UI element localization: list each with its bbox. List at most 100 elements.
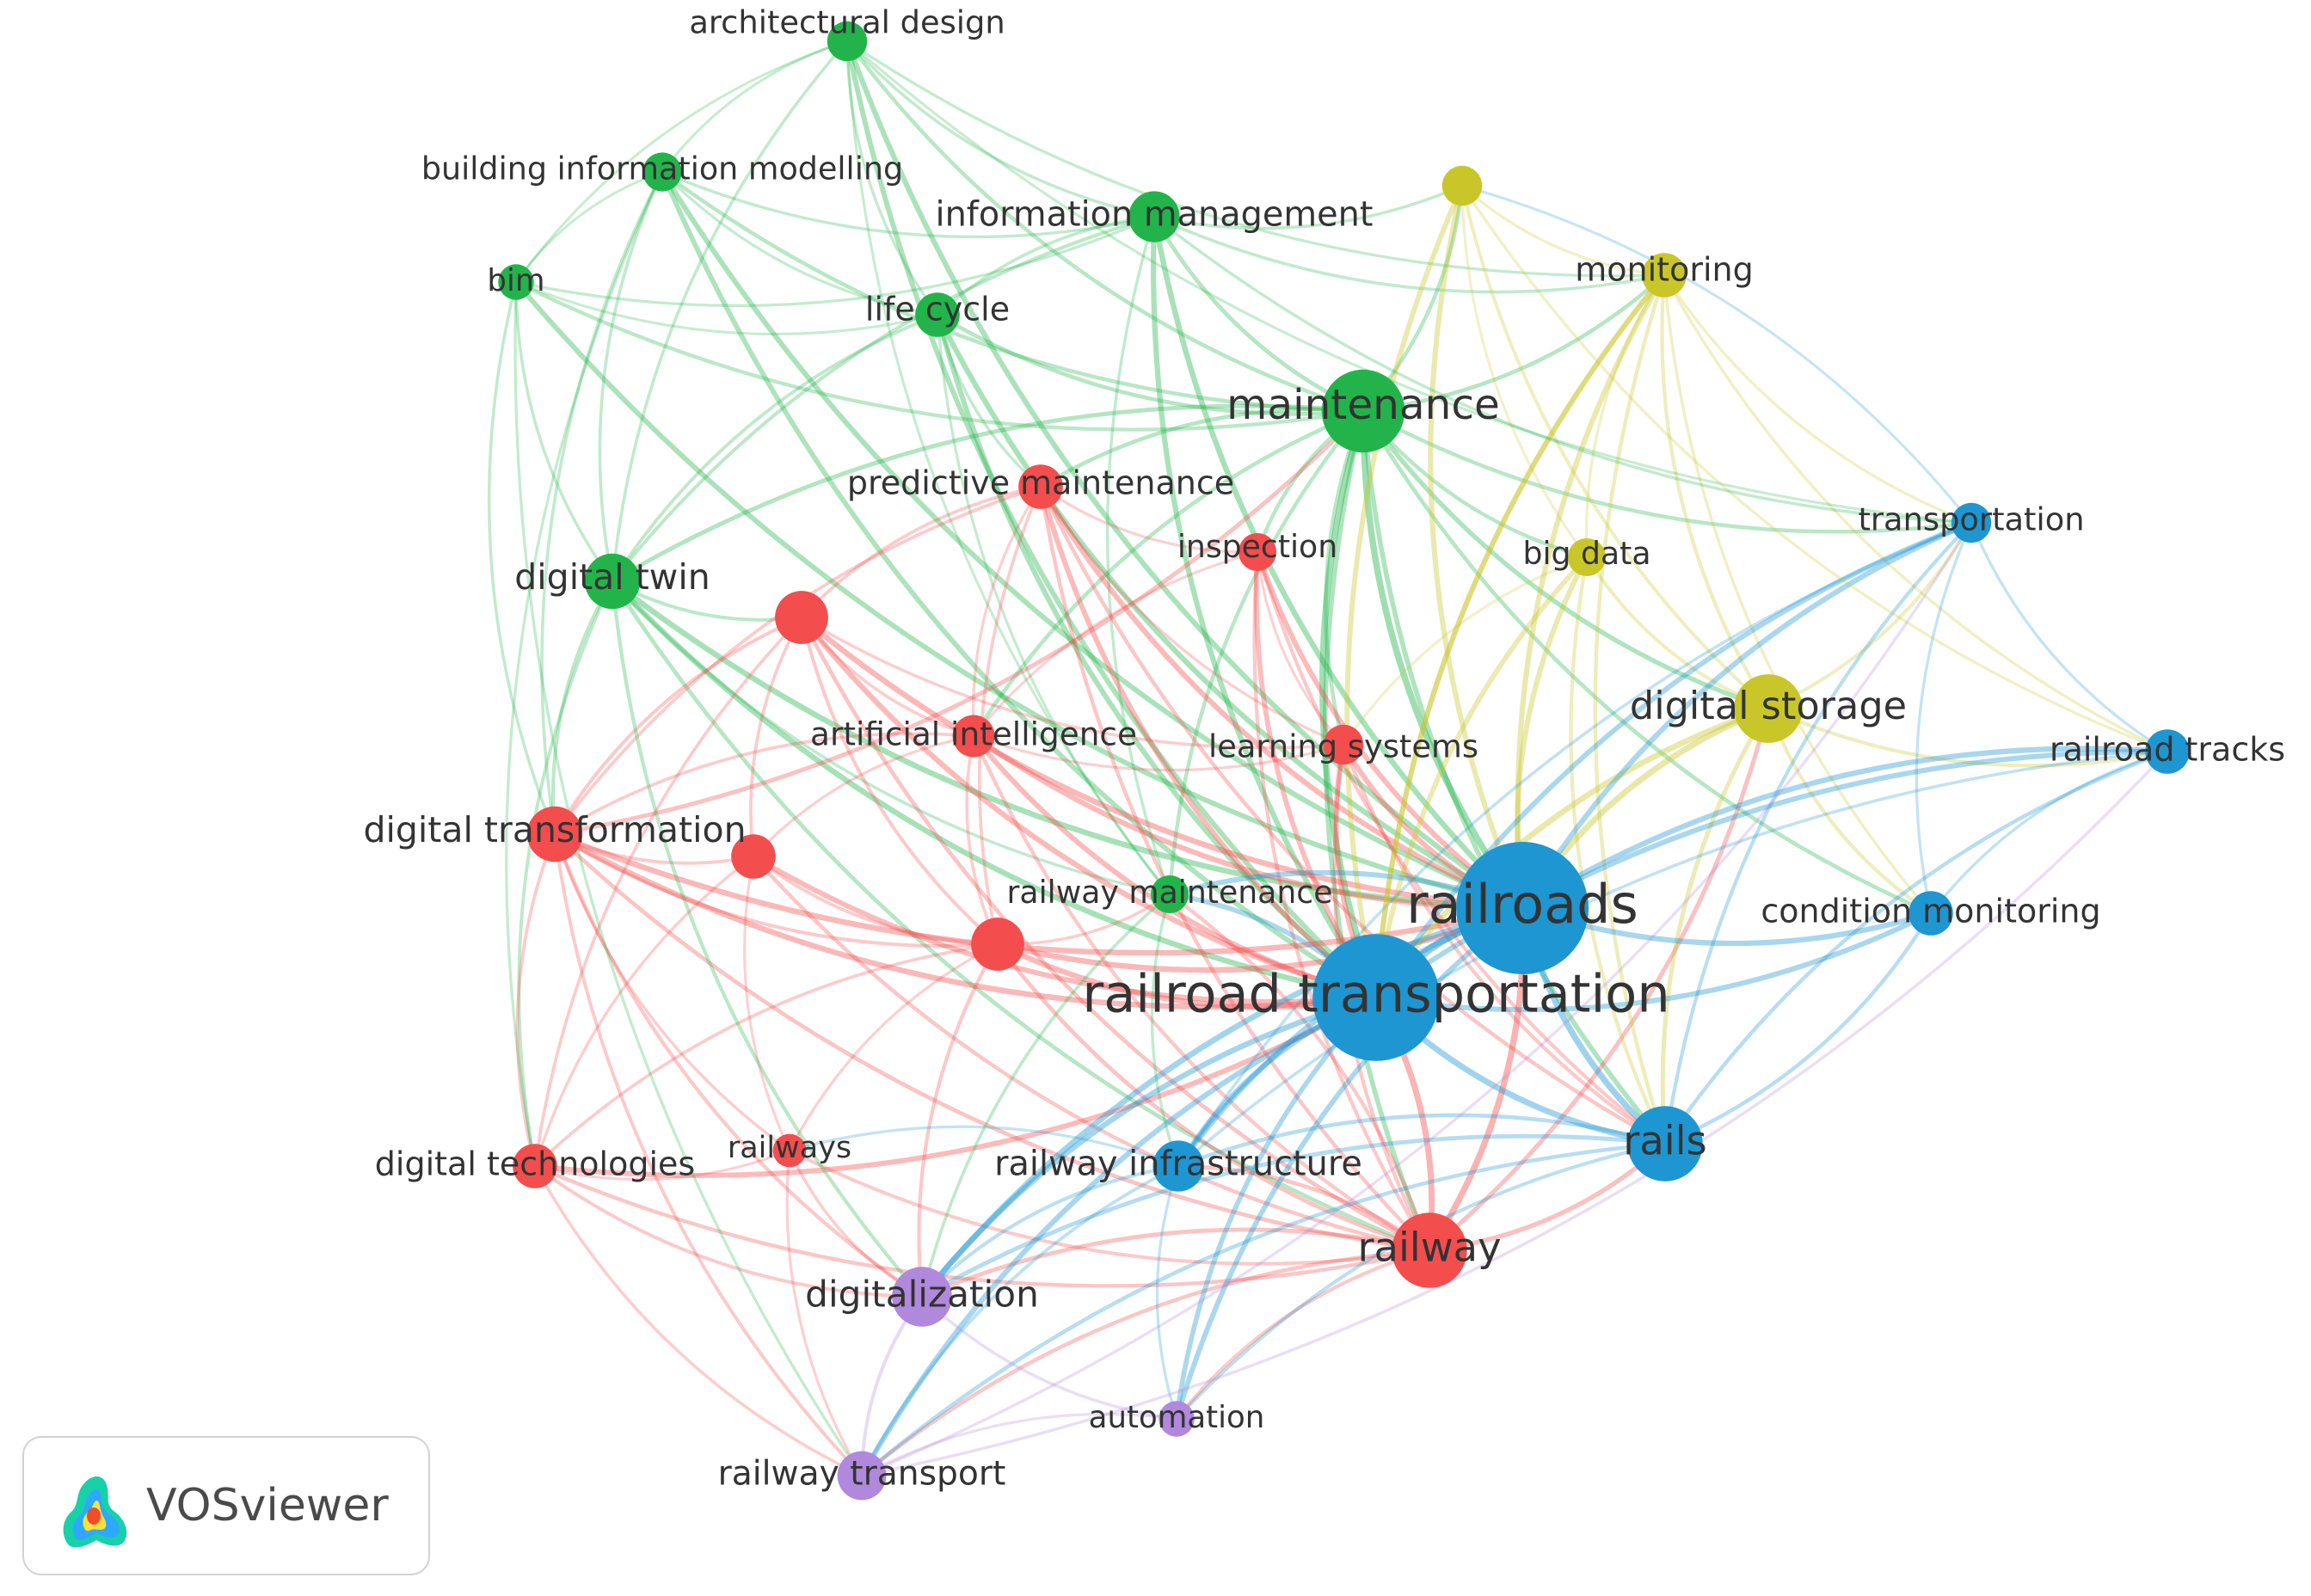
link-digital-storage-railroad-transportation bbox=[1374, 705, 1770, 999]
link-maintenance-railroad-transportation bbox=[1319, 409, 1380, 999]
link-bim-railroads bbox=[513, 280, 1523, 911]
link-architectural-design-life-cycle bbox=[845, 40, 939, 316]
link-information-management-unlabeled-yellow-1 bbox=[1153, 184, 1463, 230]
node-life-cycle[interactable] bbox=[915, 292, 960, 337]
link-artificial-intelligence-digital-transformation bbox=[554, 732, 974, 836]
node-digital-twin[interactable] bbox=[584, 553, 641, 610]
link-life-cycle-maintenance bbox=[936, 313, 1364, 416]
node-label-digital-storage: digital storage bbox=[1630, 684, 1907, 728]
link-digital-storage-condition-monitoring bbox=[1767, 708, 1933, 915]
link-information-management-monitoring bbox=[1153, 215, 1665, 294]
link-railroad-tracks-railroads bbox=[1521, 746, 2168, 911]
node-big-data[interactable] bbox=[1568, 538, 1606, 576]
node-label-monitoring: monitoring bbox=[1575, 251, 1753, 289]
link-artificial-intelligence-unlabeled-red-2 bbox=[752, 734, 974, 858]
link-unlabeled-red-1-railroad-transportation bbox=[799, 616, 1377, 1001]
node-information-management[interactable] bbox=[1128, 191, 1180, 242]
node-learning-systems[interactable] bbox=[1323, 724, 1364, 765]
node-label-predictive-maintenance: predictive maintenance bbox=[847, 464, 1234, 502]
link-railway-transport-railroad-tracks bbox=[861, 750, 2169, 1477]
link-predictive-maintenance-railroad-transportation bbox=[1038, 486, 1378, 1000]
link-unlabeled-red-2-digital-technologies bbox=[533, 855, 755, 1167]
node-layer bbox=[498, 21, 2190, 1501]
node-unlabeled-red-2[interactable] bbox=[731, 834, 776, 879]
node-railroad-transportation[interactable] bbox=[1312, 934, 1440, 1061]
link-monitoring-digital-storage bbox=[1660, 274, 1770, 710]
link-digital-transformation-digitalization bbox=[553, 833, 924, 1298]
link-learning-systems-rails bbox=[1342, 744, 1667, 1145]
node-digital-transformation[interactable] bbox=[526, 806, 583, 862]
link-unlabeled-red-1-artificial-intelligence bbox=[800, 616, 974, 738]
link-rails-condition-monitoring bbox=[1664, 912, 1933, 1146]
node-digital-storage[interactable] bbox=[1734, 674, 1803, 743]
vosviewer-brand-box: VOSviewer bbox=[22, 1436, 430, 1575]
link-unlabeled-red-3-digitalization bbox=[917, 942, 999, 1298]
node-digital-technologies[interactable] bbox=[513, 1144, 557, 1188]
node-railway-infrastructure[interactable] bbox=[1152, 1140, 1204, 1192]
node-label-condition-monitoring: condition monitoring bbox=[1761, 893, 2100, 930]
node-label-railway-maintenance: railway maintenance bbox=[1007, 874, 1333, 911]
link-information-management-life-cycle bbox=[936, 215, 1155, 316]
link-transportation-condition-monitoring bbox=[1915, 522, 1973, 914]
link-unlabeled-red-3-railway bbox=[996, 942, 1430, 1253]
link-building-information-modelling-digital-twin bbox=[598, 171, 664, 582]
link-unlabeled-red-2-railway bbox=[752, 855, 1430, 1253]
link-transportation-railroads bbox=[1520, 520, 1973, 910]
link-digital-storage-transportation bbox=[1767, 522, 1973, 710]
node-digitalization[interactable] bbox=[892, 1267, 952, 1327]
link-railway-maintenance-digitalization bbox=[920, 893, 1171, 1298]
node-artificial-intelligence[interactable] bbox=[952, 715, 995, 758]
link-building-information-modelling-maintenance bbox=[661, 170, 1364, 414]
link-maintenance-railway-maintenance bbox=[1167, 409, 1365, 895]
link-bim-digital-transformation bbox=[487, 281, 556, 835]
node-inspection[interactable] bbox=[1238, 533, 1276, 571]
link-rails-railway-infrastructure bbox=[1177, 1113, 1666, 1169]
link-predictive-maintenance-unlabeled-red-1 bbox=[800, 485, 1042, 619]
link-unlabeled-red-1-digital-technologies bbox=[533, 616, 803, 1167]
link-digital-technologies-digitalization bbox=[533, 1164, 923, 1298]
link-railroad-tracks-condition-monitoring bbox=[1929, 750, 2168, 915]
node-railways[interactable] bbox=[772, 1133, 807, 1168]
link-inspection-railway bbox=[1252, 551, 1431, 1252]
node-unlabeled-red-3[interactable] bbox=[971, 918, 1024, 971]
link-monitoring-railroad-tracks bbox=[1663, 274, 2168, 753]
link-information-management-railroads bbox=[1151, 216, 1525, 911]
link-artificial-intelligence-railway bbox=[972, 735, 1431, 1252]
node-label-big-data: big data bbox=[1522, 535, 1650, 572]
link-railroad-transportation-railway-transport bbox=[859, 995, 1378, 1477]
node-railway-maintenance[interactable] bbox=[1151, 875, 1189, 913]
node-monitoring[interactable] bbox=[1642, 253, 1687, 298]
node-unlabeled-yellow-1[interactable] bbox=[1441, 165, 1483, 206]
link-railway-digitalization bbox=[921, 1227, 1430, 1299]
node-rails[interactable] bbox=[1627, 1106, 1703, 1182]
link-unlabeled-red-3-digital-technologies bbox=[533, 942, 999, 1168]
node-automation[interactable] bbox=[1159, 1401, 1195, 1437]
link-maintenance-predictive-maintenance bbox=[1039, 407, 1364, 488]
node-railroad-tracks[interactable] bbox=[2145, 729, 2190, 774]
node-building-information-modelling[interactable] bbox=[642, 152, 682, 192]
node-architectural-design[interactable] bbox=[827, 21, 868, 62]
link-bim-maintenance bbox=[515, 280, 1364, 432]
link-automation-railway-transport bbox=[861, 1412, 1177, 1477]
node-maintenance[interactable] bbox=[1321, 369, 1405, 453]
link-information-management-transportation bbox=[1152, 215, 1972, 525]
node-label-automation: automation bbox=[1089, 1400, 1265, 1435]
node-condition-monitoring[interactable] bbox=[1908, 891, 1953, 936]
node-unlabeled-red-1[interactable] bbox=[775, 591, 828, 644]
link-bim-railway-transport bbox=[513, 281, 864, 1476]
node-railway[interactable] bbox=[1392, 1212, 1467, 1288]
link-maintenance-artificial-intelligence bbox=[972, 408, 1364, 738]
node-predictive-maintenance[interactable] bbox=[1018, 464, 1063, 509]
link-life-cycle-railroads bbox=[935, 313, 1524, 911]
link-digital-transformation-railroad-transportation bbox=[553, 832, 1377, 1010]
link-unlabeled-yellow-1-monitoring bbox=[1460, 184, 1665, 277]
node-transportation[interactable] bbox=[1951, 502, 1992, 543]
node-label-transportation: transportation bbox=[1858, 501, 2084, 538]
node-railway-transport[interactable] bbox=[837, 1451, 887, 1501]
node-railroads[interactable] bbox=[1456, 842, 1589, 974]
link-railroad-tracks-rails bbox=[1663, 749, 2168, 1145]
link-monitoring-railroad-transportation bbox=[1374, 273, 1667, 998]
node-bim[interactable] bbox=[498, 264, 534, 300]
link-monitoring-rails bbox=[1593, 274, 1668, 1145]
link-predictive-maintenance-learning-systems bbox=[1039, 486, 1344, 746]
